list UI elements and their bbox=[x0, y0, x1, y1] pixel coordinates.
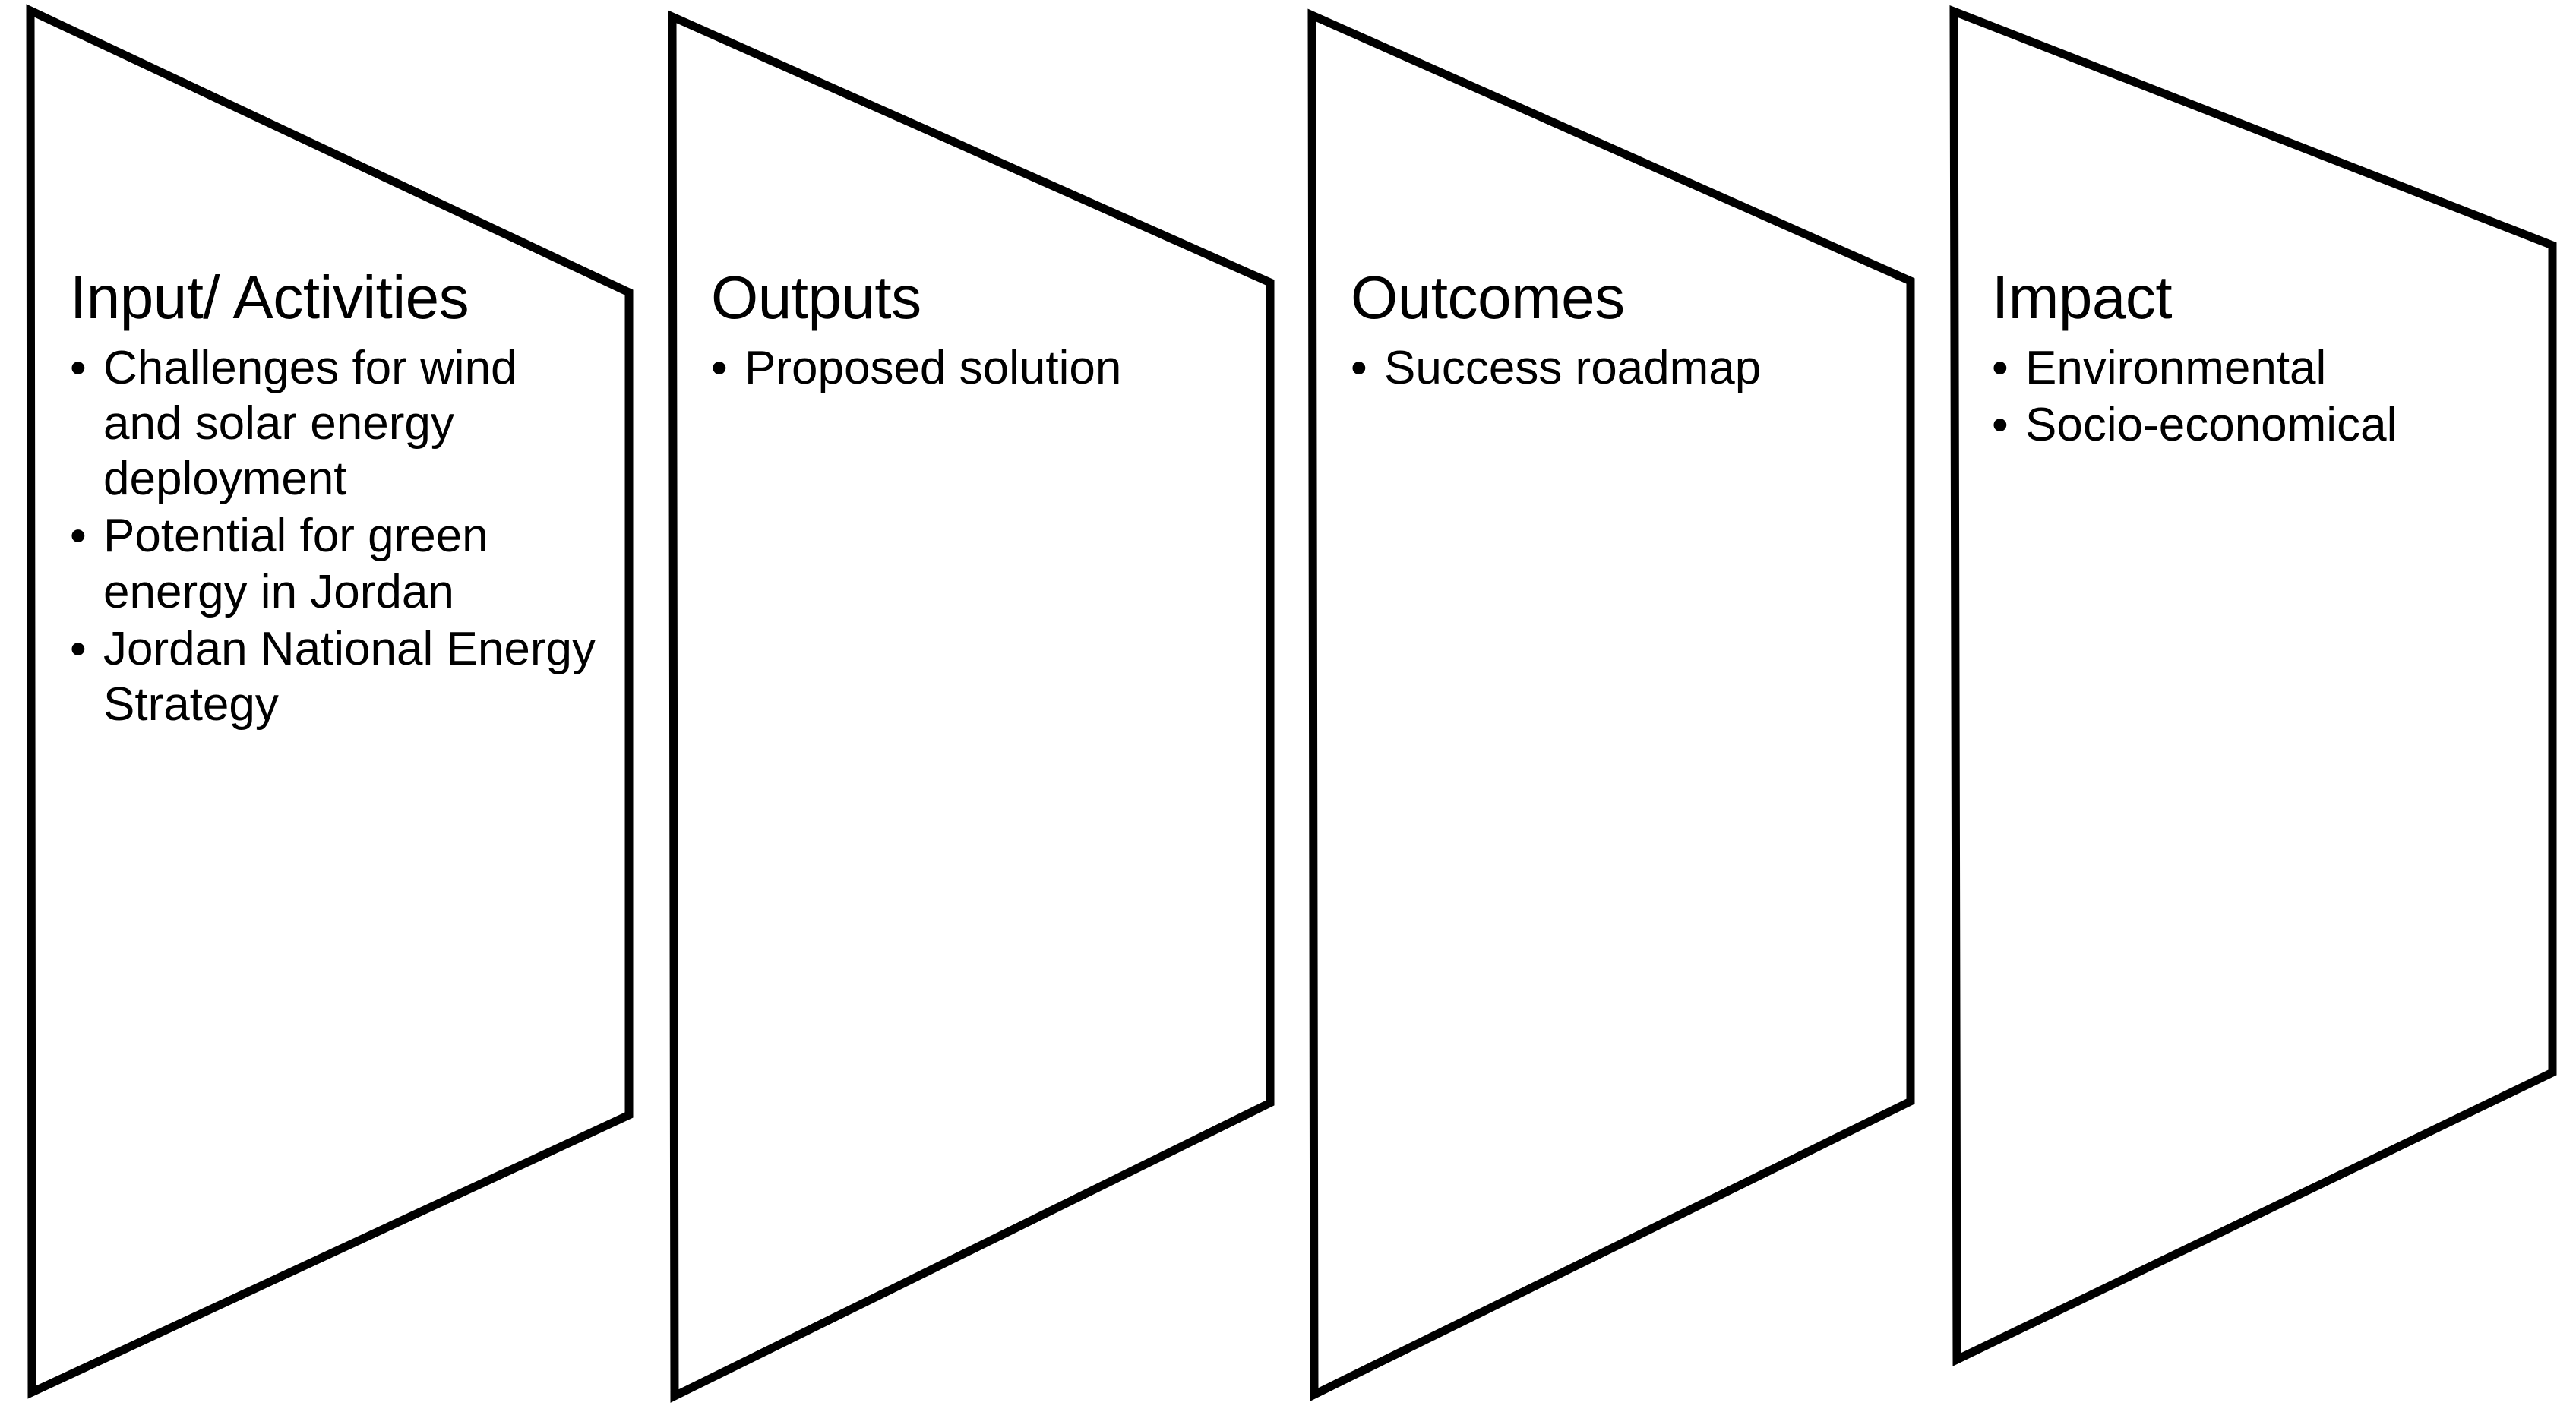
stage-impact: Impact • Environmental • Socio-economical bbox=[1992, 267, 2554, 454]
stage-bullet-list-outputs: • Proposed solution bbox=[711, 340, 1243, 396]
bullet-text: Socio-economical bbox=[2025, 399, 2397, 452]
bullet-text: Jordan National Energy Strategy bbox=[103, 622, 596, 731]
bullet-icon: • bbox=[1992, 399, 2009, 452]
list-item: • Proposed solution bbox=[711, 340, 1243, 396]
stage-title-outcomes: Outcomes bbox=[1351, 264, 1625, 331]
bullet-icon: • bbox=[711, 342, 728, 394]
bullet-text: Challenges for wind and solar energy dep… bbox=[103, 342, 517, 506]
list-item: • Socio-economical bbox=[1992, 397, 2554, 453]
bullet-icon: • bbox=[70, 510, 87, 563]
stage-title-outputs: Outputs bbox=[711, 264, 921, 331]
bullet-text: Potential for green energy in Jordan bbox=[103, 510, 488, 618]
bullet-icon: • bbox=[1351, 342, 1367, 394]
bullet-text: Success roadmap bbox=[1384, 342, 1762, 394]
bullet-icon: • bbox=[70, 342, 87, 394]
stage-input-activities: Input/ Activities • Challenges for wind a… bbox=[70, 267, 602, 734]
stage-title-impact: Impact bbox=[1992, 264, 2173, 331]
chevron-shape-input-activities[interactable] bbox=[26, 4, 634, 1399]
chevron-shape-outputs[interactable] bbox=[668, 10, 1275, 1403]
list-item: • Environmental bbox=[1992, 340, 2554, 396]
stage-bullet-list-input-activities: • Challenges for wind and solar energy de… bbox=[70, 340, 602, 732]
stage-outputs: Outputs • Proposed solution bbox=[711, 267, 1243, 397]
bullet-icon: • bbox=[70, 622, 87, 675]
list-item: • Success roadmap bbox=[1351, 340, 1882, 396]
bullet-icon: • bbox=[1992, 342, 2009, 394]
stage-bullet-list-outcomes: • Success roadmap bbox=[1351, 340, 1882, 396]
stage-bullet-list-impact: • Environmental • Socio-economical bbox=[1992, 340, 2554, 453]
stage-outcomes: Outcomes • Success roadmap bbox=[1351, 267, 1882, 397]
chevron-shape-impact[interactable] bbox=[1949, 5, 2557, 1366]
list-item: • Challenges for wind and solar energy de… bbox=[70, 340, 602, 507]
bullet-text: Environmental bbox=[2025, 342, 2327, 394]
list-item: • Potential for green energy in Jordan bbox=[70, 508, 602, 619]
list-item: • Jordan National Energy Strategy bbox=[70, 621, 602, 732]
bullet-text: Proposed solution bbox=[744, 342, 1122, 394]
chevron-shape-outcomes[interactable] bbox=[1307, 8, 1915, 1401]
stage-title-input-activities: Input/ Activities bbox=[70, 264, 469, 331]
